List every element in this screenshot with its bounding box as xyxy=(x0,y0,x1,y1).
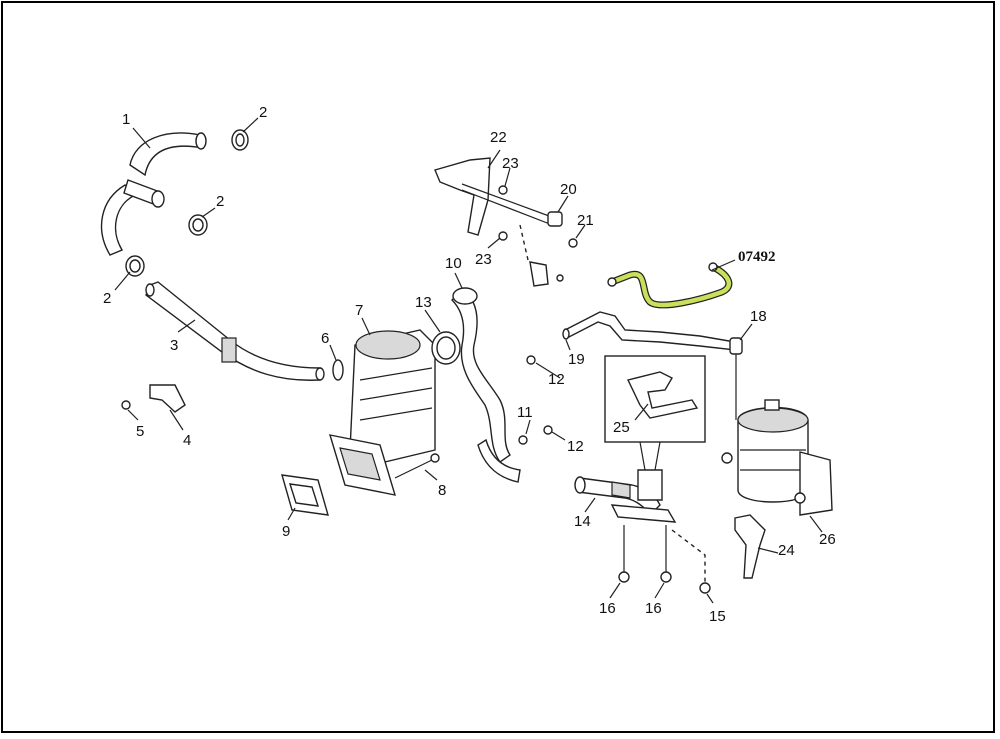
part-5-bolt xyxy=(121,400,131,410)
callout-12b: 12 xyxy=(567,438,584,455)
callout-15: 15 xyxy=(709,608,726,625)
part-13-clamp xyxy=(431,331,461,365)
callout-7: 7 xyxy=(355,302,363,319)
callout-2b: 2 xyxy=(216,193,224,210)
callout-12a: 12 xyxy=(548,371,565,388)
part-9-gasket xyxy=(281,474,329,516)
callout-2a: 2 xyxy=(259,104,267,121)
part-8-bolt xyxy=(394,453,440,479)
callout-26: 26 xyxy=(819,531,836,548)
callout-16b: 16 xyxy=(645,600,662,617)
part-14-pipe xyxy=(574,469,677,523)
part-18-connector xyxy=(729,337,743,420)
part-4-bracket xyxy=(149,384,186,413)
callout-4: 4 xyxy=(183,432,191,449)
callout-21: 21 xyxy=(577,212,594,229)
callout-13: 13 xyxy=(415,294,432,311)
callout-5: 5 xyxy=(136,423,144,440)
part-2-clamp xyxy=(125,129,249,277)
callout-8: 8 xyxy=(438,482,446,499)
part-10-hose xyxy=(451,287,521,483)
callout-20: 20 xyxy=(560,181,577,198)
callout-11: 11 xyxy=(517,404,533,421)
callout-19: 19 xyxy=(568,351,585,368)
callout-16a: 16 xyxy=(599,600,616,617)
part-7-cooler xyxy=(328,329,436,496)
callout-25: 25 xyxy=(613,419,630,436)
part-11-nut xyxy=(518,435,528,445)
part-19-tube xyxy=(562,311,736,351)
part-3-pipe xyxy=(145,281,325,381)
part-26-unit xyxy=(721,399,833,516)
part-6-seal xyxy=(332,359,344,381)
callout-2c: 2 xyxy=(103,290,111,307)
callout-24: 24 xyxy=(778,542,795,559)
callout-1: 1 xyxy=(122,111,130,128)
part-1-hose xyxy=(100,132,207,256)
callout-6: 6 xyxy=(321,330,329,347)
clip-fixing xyxy=(529,261,564,287)
callout-3: 3 xyxy=(170,337,178,354)
highlighted-pipe-07492 xyxy=(607,262,733,309)
part-23-bolt xyxy=(498,185,508,241)
part-16-bolt xyxy=(618,525,672,583)
callout-9: 9 xyxy=(282,523,290,540)
callout-22: 22 xyxy=(490,129,507,146)
part-15-nut xyxy=(671,529,711,594)
callout-23b: 23 xyxy=(475,251,492,268)
reference-code-label: 07492 xyxy=(738,249,776,265)
callout-18: 18 xyxy=(750,308,767,325)
callout-14: 14 xyxy=(574,513,591,530)
part-12-bolt xyxy=(526,355,553,435)
part-24-bracket xyxy=(734,514,766,579)
part-21-bolt xyxy=(568,238,578,248)
callout-23a: 23 xyxy=(502,155,519,172)
callout-10: 10 xyxy=(445,255,462,272)
mounting-dashed-line xyxy=(519,224,529,261)
part-22-bracket xyxy=(434,157,561,236)
leader-lines xyxy=(114,117,823,604)
inset-box xyxy=(604,355,706,471)
part-20-clip xyxy=(547,211,563,227)
